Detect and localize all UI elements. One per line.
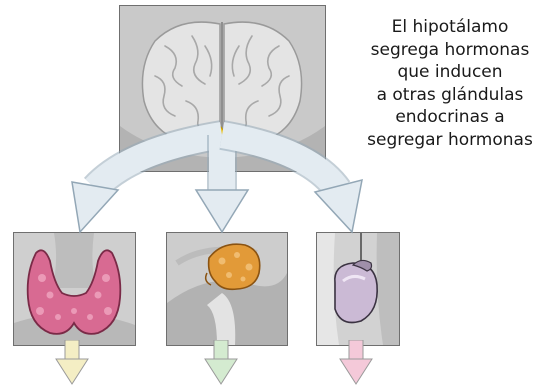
output-arrows (55, 340, 373, 385)
adrenal-output-arrow (339, 340, 373, 385)
arrow-to-pituitary-head (194, 189, 250, 234)
thyroid-panel (13, 232, 136, 346)
caption-line-5: endocrinas a (395, 107, 505, 127)
caption-line-1: El hipotálamo (391, 17, 509, 37)
pituitary-output-arrow (204, 340, 238, 385)
arrow-to-adrenal-head (313, 178, 363, 234)
thyroid-output-arrow (55, 340, 89, 385)
adrenal-gland-icon (317, 233, 399, 345)
brain-icon (120, 6, 325, 171)
pituitary-gland (207, 243, 261, 291)
caption-line-4: a otras glándulas (376, 84, 524, 105)
brain-panel (119, 5, 326, 172)
pituitary-gland-icon (167, 233, 287, 345)
adrenal-gland (351, 259, 373, 272)
adrenal-panel (316, 232, 400, 346)
pituitary-panel (166, 232, 288, 346)
caption-line-2: segrega hormonas (370, 39, 530, 60)
caption-text: El hipotálamo segrega hormonas que induc… (350, 16, 550, 151)
kidney (334, 262, 378, 324)
thyroid-gland-icon (14, 233, 135, 345)
caption-line-6: segregar hormonas (367, 129, 533, 150)
thyroid-gland (26, 249, 122, 335)
caption-line-3: que inducen (397, 62, 503, 82)
arrow-to-thyroid-head (71, 181, 120, 234)
